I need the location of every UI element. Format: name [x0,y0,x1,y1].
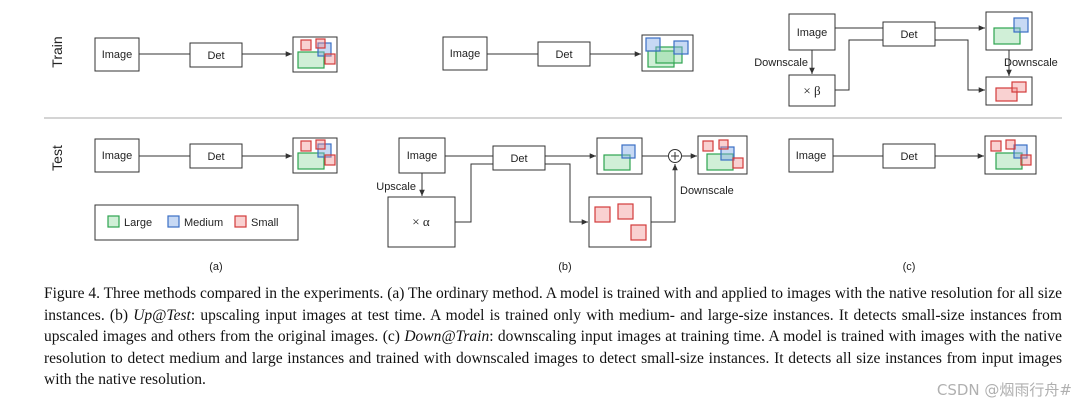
image-box [442,36,488,71]
sublabel-c: (c) [903,261,916,273]
instance-small [300,39,312,51]
image-label: Image [407,150,438,162]
instance-small [1005,139,1016,150]
caption-method-down-train: Down@Train [404,328,490,345]
instance-medium [621,144,636,159]
instance-medium [673,40,689,55]
det-label: Det [207,151,224,163]
image-box [94,138,140,173]
image-label: Image [102,150,133,162]
legend-swatch-large [107,215,120,228]
instance-small [702,140,714,152]
downscale-label: Downscale [680,185,734,197]
panel-a-test: Image Det [94,137,338,174]
image-label: Image [797,27,828,39]
alpha-label: × α [412,214,430,229]
instance-small [990,140,1002,152]
image-box [398,137,446,174]
det-label: Det [207,50,224,62]
row-label-train: Train [49,36,65,67]
legend-box [94,204,299,241]
legend: Large Medium Small [94,204,299,241]
methods-diagram: Train Test Image Det Image Det Image [44,11,1062,273]
det-box [882,143,936,169]
panel-c-test: Image Det [788,135,1037,175]
panel-c-train: Image Det Downscale Downscale × β [754,11,1058,107]
beta-label: × β [803,83,821,98]
upscaled-output-box [588,196,652,248]
downscale-label: Downscale [1004,57,1058,69]
instance-small [1020,154,1032,166]
instance-small [617,203,634,220]
instance-small [718,139,729,150]
sublabel-a: (a) [209,261,222,273]
image-box [788,13,836,51]
det-label: Det [900,151,917,163]
instance-large [995,152,1023,170]
caption-part: : downscaling input images at training t… [44,328,1062,388]
instance-small [315,38,326,49]
caption-method-up-test: Up@Test [133,306,191,324]
legend-swatch-medium [167,215,180,228]
alpha-box [387,196,456,248]
downscale-arrow [651,164,678,223]
instance-small [324,53,336,65]
figure-caption: Figure 4. Three methods compared in the … [44,283,1062,391]
legend-label-medium: Medium [184,217,223,229]
sublabel-b: (b) [558,261,571,273]
det-label: Det [510,153,527,165]
det-box [537,41,591,67]
instance-medium [1013,17,1029,33]
legend-label-small: Small [251,217,279,229]
arrow [545,163,588,225]
image-label: Image [796,150,827,162]
caption-part: : upscaling input images at test time. A… [44,306,1062,346]
legend-swatch-small [234,215,247,228]
instance-small [594,206,611,223]
panel-b-test: Image Det Downscale Upscale × [376,135,748,248]
det-box [882,21,936,47]
instance-small [630,224,647,241]
panel-a-train: Image Det [94,36,338,73]
det-box [492,145,546,171]
image-label: Image [102,49,133,61]
instance-small [732,157,744,169]
connector [455,163,493,223]
det-label: Det [900,29,917,41]
arrow [935,39,985,93]
caption-part: Figure 4. Three methods compared in the … [44,285,1062,324]
instance-small [324,154,336,166]
det-label: Det [555,49,572,61]
image-label: Image [450,48,481,60]
instance-large [655,46,683,64]
panel-b-train: Image Det [442,34,694,72]
beta-box [788,74,836,107]
instance-medium [645,37,661,52]
downscale-label: Downscale [754,57,808,69]
connector [835,39,883,91]
legend-label-large: Large [124,217,152,229]
instance-small [300,140,312,152]
upscale-label: Upscale [376,181,416,193]
instance-small [315,139,326,150]
det-box [189,42,243,68]
instance-small [1011,81,1027,93]
watermark: CSDN @烟雨行舟# [936,381,1072,399]
row-label-test: Test [49,145,65,171]
instance-large [603,154,631,171]
